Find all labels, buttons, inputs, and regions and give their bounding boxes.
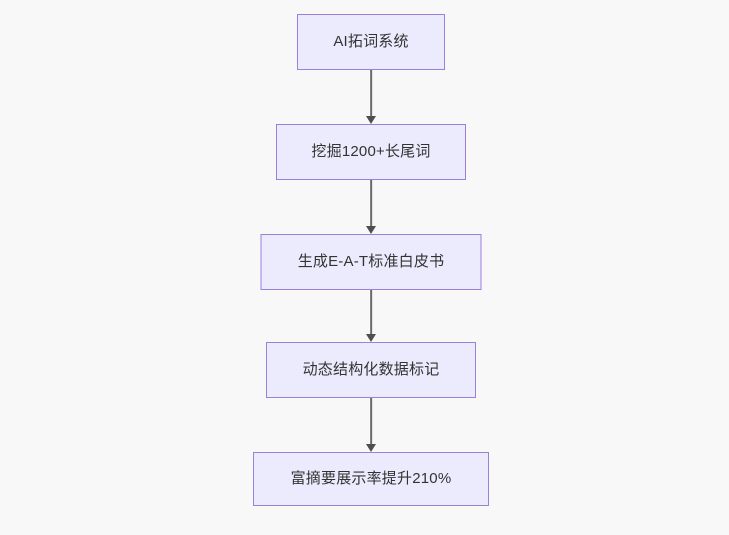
flow-node-4[interactable]: 动态结构化数据标记: [266, 342, 476, 398]
flow-node-2[interactable]: 挖掘1200+长尾词: [276, 124, 466, 180]
flow-node-3[interactable]: 生成E-A-T标准白皮书: [260, 234, 482, 290]
flow-node-1[interactable]: AI拓词系统: [297, 14, 445, 70]
flow-node-5[interactable]: 富摘要展示率提升210%: [253, 452, 489, 506]
flow-node-label: AI拓词系统: [333, 33, 409, 51]
flow-arrow-line: [370, 398, 372, 445]
arrow-head-icon: [366, 334, 376, 342]
flow-arrow-line: [370, 290, 372, 335]
arrow-head-icon: [366, 444, 376, 452]
flow-node-label: 生成E-A-T标准白皮书: [297, 253, 445, 271]
flow-arrow: [364, 180, 378, 234]
flow-arrow: [364, 290, 378, 342]
flow-node-label: 动态结构化数据标记: [302, 361, 440, 379]
flow-arrow: [364, 70, 378, 124]
flow-node-label: 挖掘1200+长尾词: [311, 143, 431, 161]
flow-arrow: [364, 398, 378, 452]
flow-node-label: 富摘要展示率提升210%: [290, 470, 452, 488]
flow-arrow-line: [370, 70, 372, 117]
arrow-head-icon: [366, 226, 376, 234]
flow-arrow-line: [370, 180, 372, 227]
arrow-head-icon: [366, 116, 376, 124]
